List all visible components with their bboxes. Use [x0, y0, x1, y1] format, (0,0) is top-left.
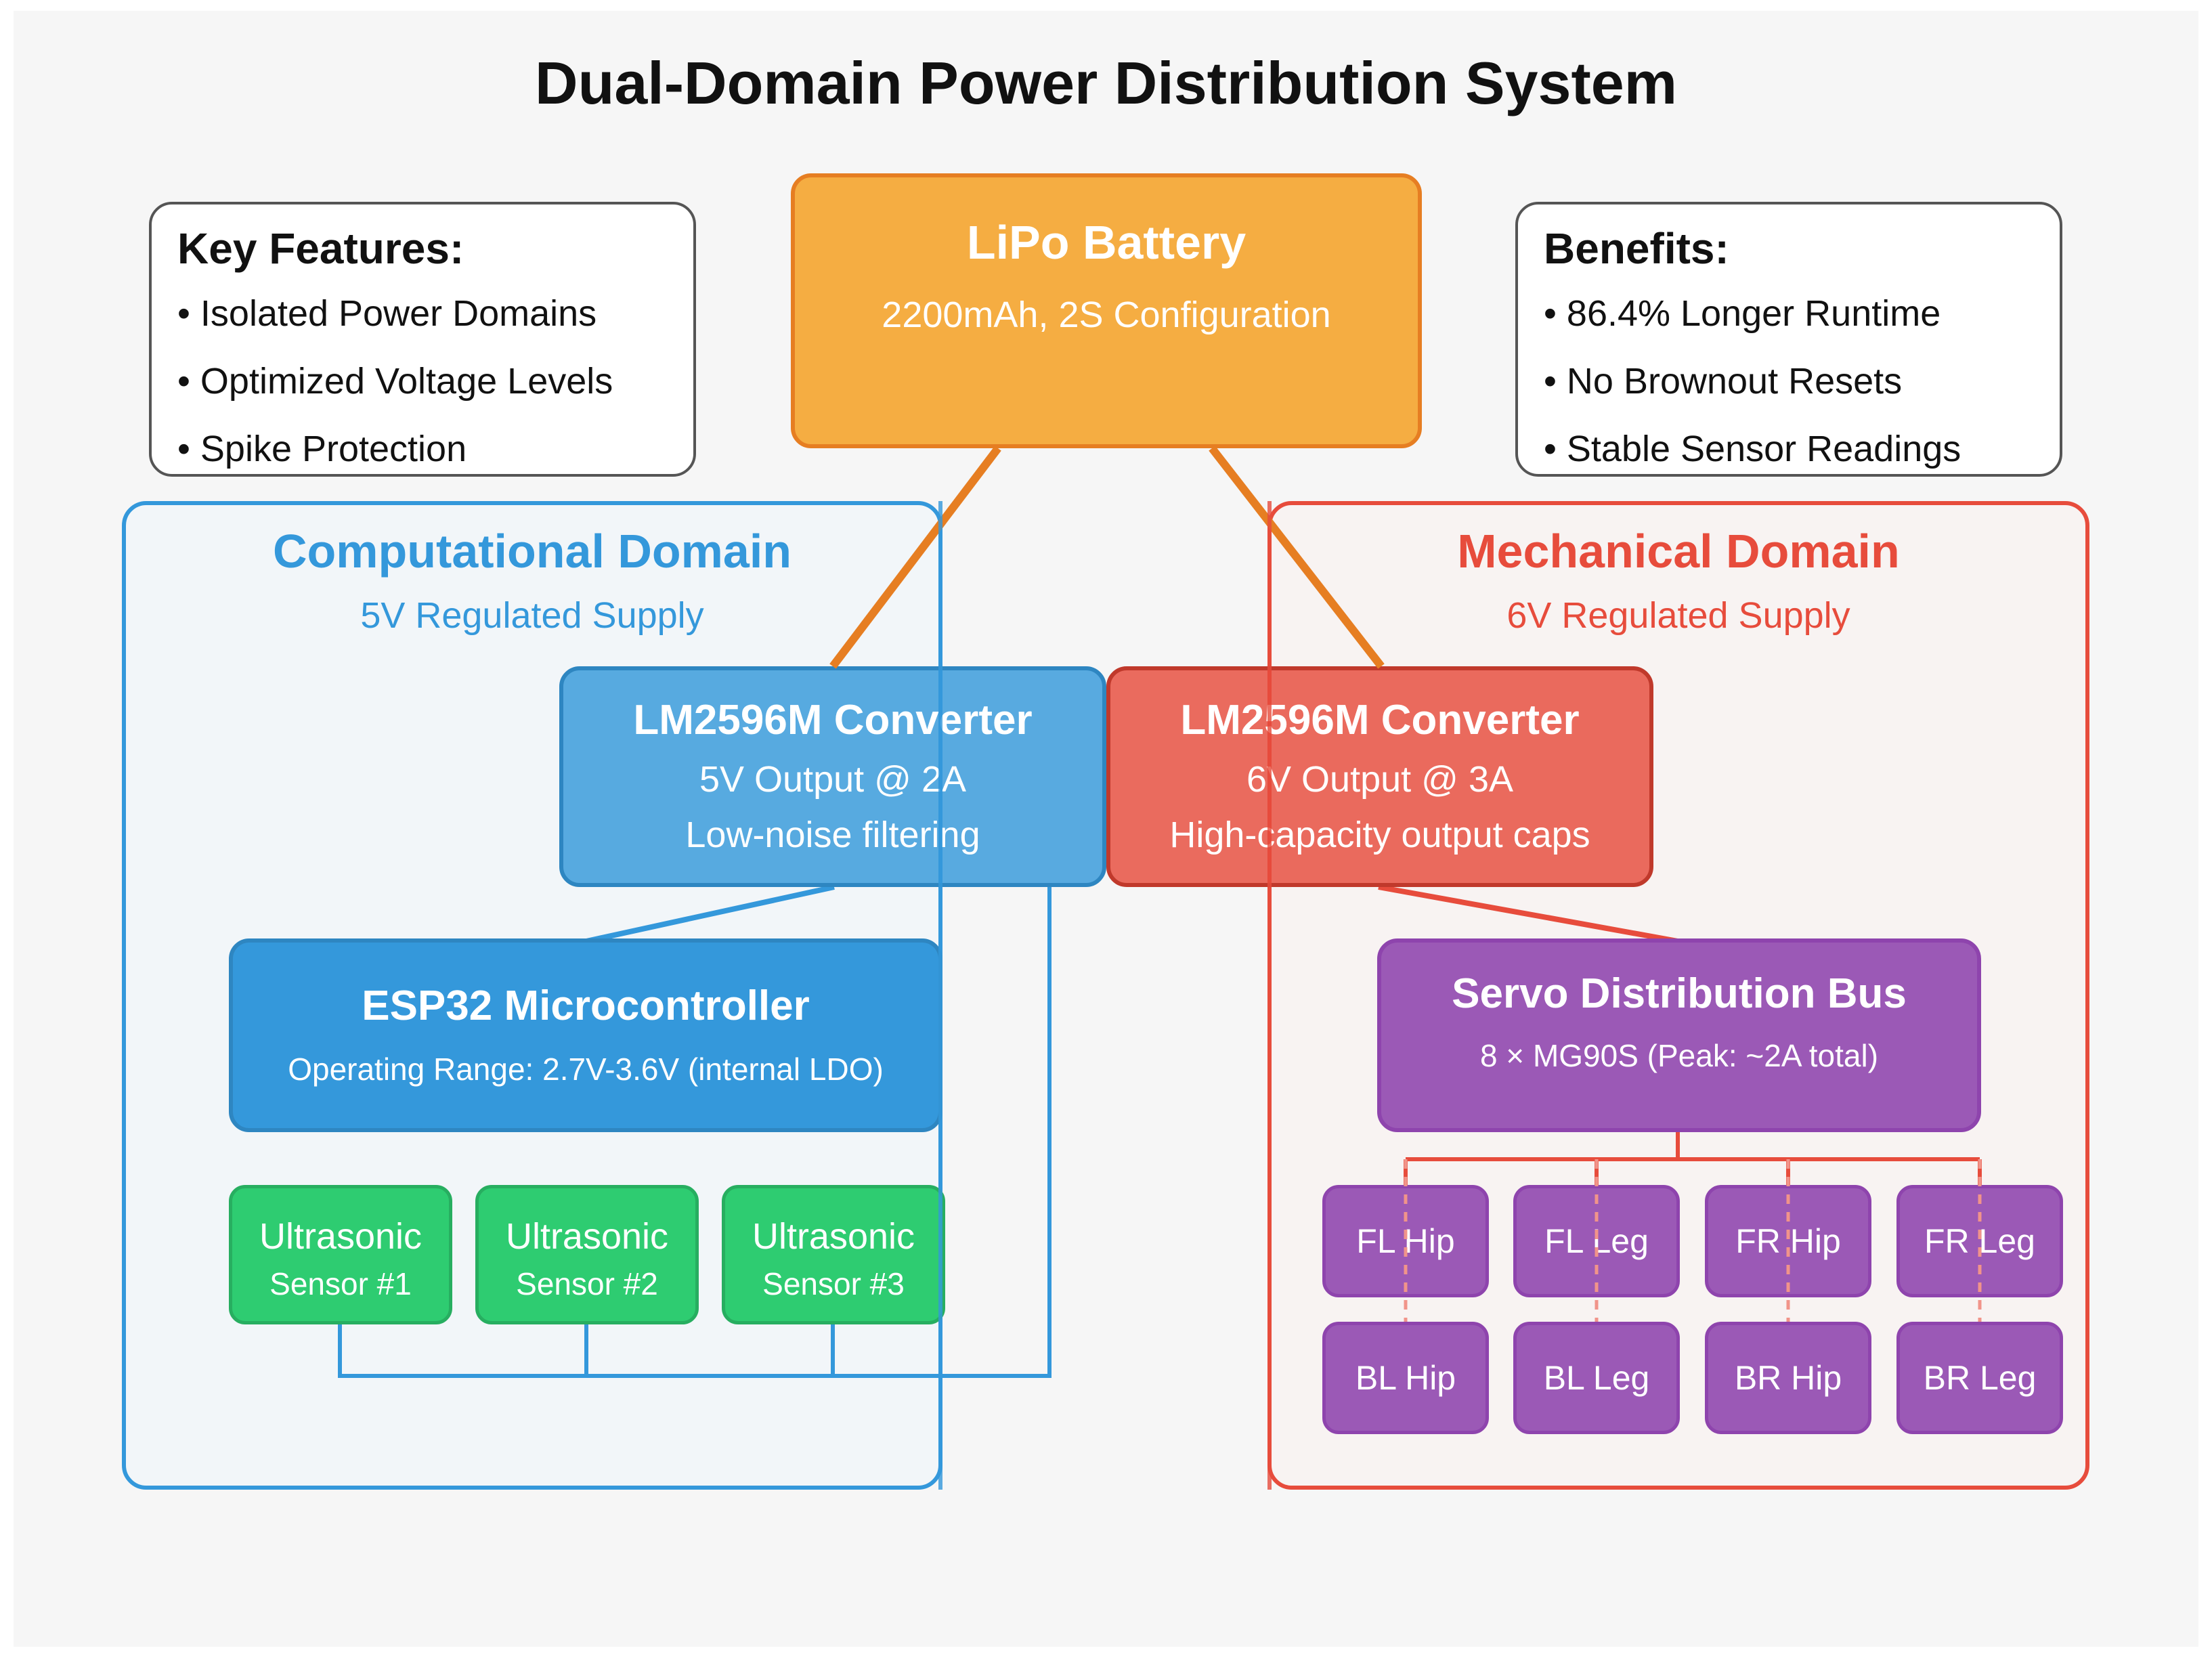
battery-to-6v-wire	[1209, 446, 1385, 669]
benefits-box: Benefits: • 86.4% Longer Runtime • No Br…	[1515, 202, 2062, 477]
servo-distribution-bus: Servo Distribution Bus 8 × MG90S (Peak: …	[1377, 938, 1981, 1132]
sensor-label: Ultrasonic	[259, 1216, 422, 1257]
key-features-box: Key Features: • Isolated Power Domains •…	[149, 202, 696, 477]
mechanical-domain-title: Mechanical Domain	[1457, 525, 1900, 578]
key-feature-item: • Isolated Power Domains	[177, 293, 597, 334]
servo-fl-leg: FL Leg	[1513, 1185, 1680, 1297]
esp32-subtitle: Operating Range: 2.7V-3.6V (internal LDO…	[288, 1052, 884, 1087]
mechanical-domain-subtitle: 6V Regulated Supply	[1506, 595, 1850, 636]
esp32-microcontroller: ESP32 Microcontroller Operating Range: 2…	[229, 938, 942, 1132]
servo-bus-title: Servo Distribution Bus	[1452, 970, 1907, 1017]
sensor-label: Ultrasonic	[752, 1216, 915, 1257]
computational-domain-title: Computational Domain	[272, 525, 792, 578]
ultrasonic-sensor-3: Ultrasonic Sensor #3	[722, 1185, 945, 1324]
battery-subtitle: 2200mAh, 2S Configuration	[882, 295, 1331, 335]
converter-6v-note: High-capacity output caps	[1169, 815, 1590, 855]
benefit-item: • No Brownout Resets	[1544, 361, 1903, 402]
servo-br-leg: BR Leg	[1896, 1322, 2063, 1434]
converter-5v-to-mcu-wire	[586, 884, 835, 944]
diagram-title: Dual-Domain Power Distribution System	[535, 49, 1677, 116]
converter-5v-output: 5V Output @ 2A	[699, 759, 967, 800]
converter-5v: LM2596M Converter 5V Output @ 2A Low-noi…	[559, 666, 1106, 887]
ultrasonic-sensor-2: Ultrasonic Sensor #2	[475, 1185, 699, 1324]
key-feature-item: • Optimized Voltage Levels	[177, 361, 613, 402]
converter-6v: LM2596M Converter 6V Output @ 3A High-ca…	[1106, 666, 1653, 887]
converter-6v-output: 6V Output @ 3A	[1246, 759, 1514, 800]
battery-to-5v-wire	[829, 446, 1001, 669]
sensor-label: Ultrasonic	[505, 1216, 669, 1257]
ultrasonic-sensor-1: Ultrasonic Sensor #1	[229, 1185, 452, 1324]
sensor-bus-wire	[338, 887, 1051, 1378]
battery-title: LiPo Battery	[966, 216, 1246, 269]
servo-br-hip: BR Hip	[1705, 1322, 1871, 1434]
sensor-number: Sensor #2	[516, 1266, 658, 1301]
servo-bus-subtitle: 8 × MG90S (Peak: ~2A total)	[1479, 1038, 1879, 1073]
servo-fl-hip: FL Hip	[1322, 1185, 1489, 1297]
key-features-heading: Key Features:	[177, 224, 464, 273]
benefits-heading: Benefits:	[1544, 224, 1729, 273]
sensor-number: Sensor #3	[762, 1266, 905, 1301]
computational-domain-subtitle: 5V Regulated Supply	[360, 595, 704, 636]
lipo-battery: LiPo Battery 2200mAh, 2S Configuration	[791, 173, 1422, 448]
servo-bl-leg: BL Leg	[1513, 1322, 1680, 1434]
key-feature-item: • Spike Protection	[177, 429, 467, 469]
converter-6v-title: LM2596M Converter	[1180, 697, 1580, 743]
converter-6v-to-bus-wire	[1378, 884, 1678, 944]
servo-fr-leg: FR Leg	[1896, 1185, 2063, 1297]
esp32-title: ESP32 Microcontroller	[362, 982, 810, 1029]
converter-5v-note: Low-noise filtering	[685, 815, 980, 855]
sensor-number: Sensor #1	[269, 1266, 412, 1301]
benefit-item: • Stable Sensor Readings	[1544, 429, 1961, 469]
benefit-item: • 86.4% Longer Runtime	[1544, 293, 1941, 334]
servo-bl-hip: BL Hip	[1322, 1322, 1489, 1434]
converter-5v-title: LM2596M Converter	[633, 697, 1033, 743]
